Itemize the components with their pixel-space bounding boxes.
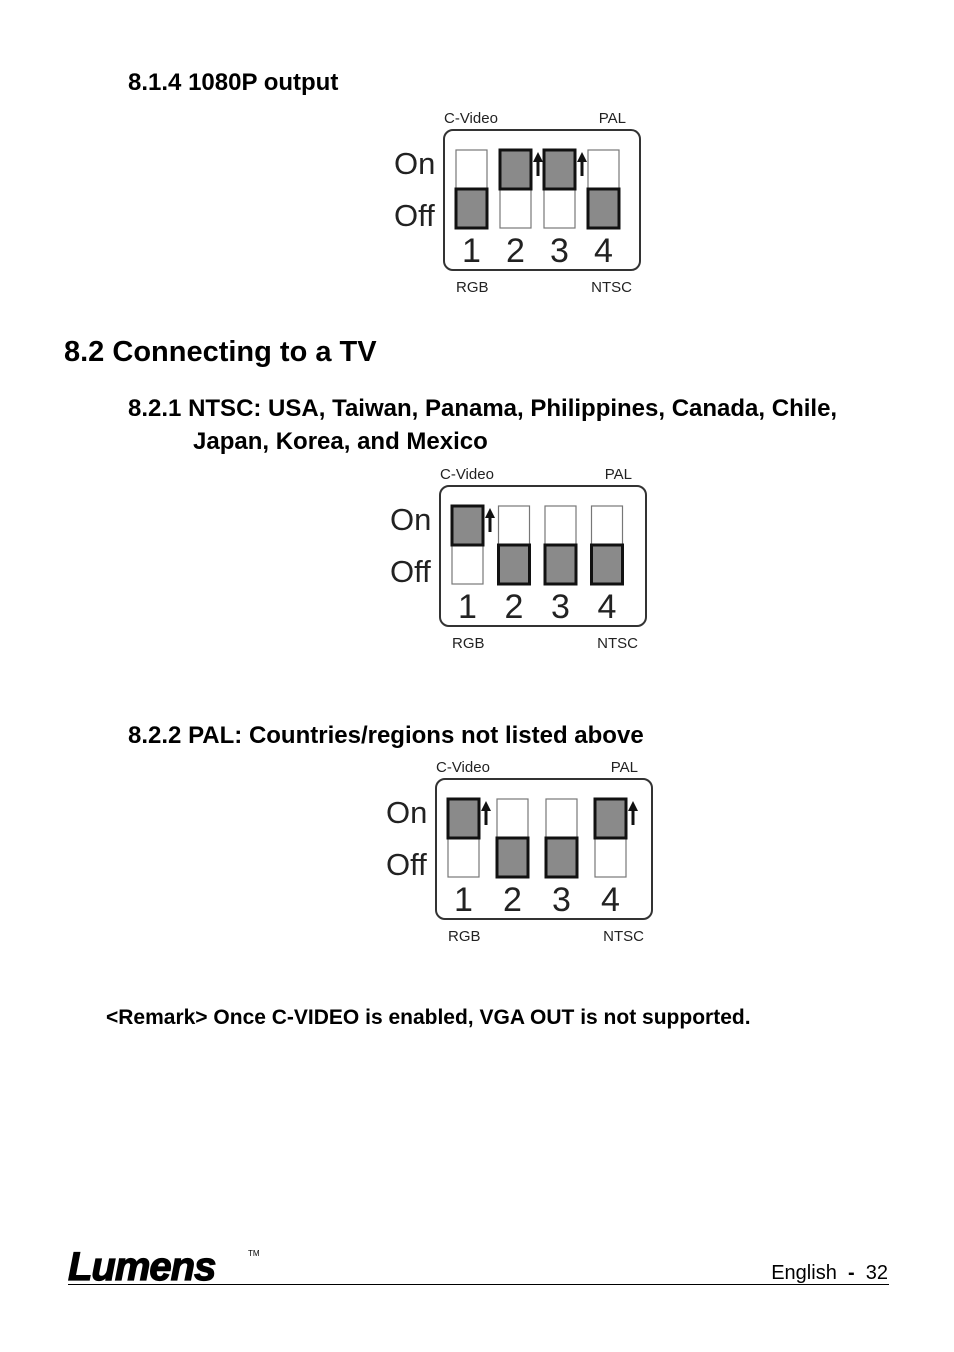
section-number: 8.2.1	[128, 395, 182, 422]
label-pal: PAL	[605, 466, 632, 483]
label-rgb: RGB	[456, 279, 489, 296]
switch-knob-3	[544, 836, 579, 879]
arrow-up-icon	[481, 801, 491, 825]
label-off: Off	[390, 554, 431, 589]
label-on: On	[386, 795, 427, 830]
remark-note: <Remark> Once C-VIDEO is enabled, VGA OU…	[106, 1006, 751, 1029]
label-c-video: C-Video	[440, 466, 494, 483]
switch-number-4: 4	[594, 232, 613, 270]
footer-divider	[68, 1284, 889, 1285]
label-ntsc: NTSC	[597, 635, 638, 652]
section-number: 8.2.2	[128, 722, 182, 749]
label-ntsc: NTSC	[591, 279, 632, 296]
switch-knob-2	[497, 543, 531, 586]
switch-number-4: 4	[601, 881, 620, 919]
trademark-mark: TM	[248, 1249, 260, 1258]
label-pal: PAL	[611, 759, 638, 776]
label-on: On	[394, 146, 435, 181]
switch-knob-1	[450, 504, 485, 547]
section-heading-8-2-2: 8.2.2 PAL: Countries/regions not listed …	[128, 719, 644, 752]
switch-number-2: 2	[505, 588, 524, 626]
switch-knob-4	[586, 187, 621, 230]
page-number: 32	[865, 1262, 888, 1284]
arrow-up-icon	[628, 801, 638, 825]
label-rgb: RGB	[448, 928, 481, 945]
label-off: Off	[386, 847, 427, 882]
switch-knob-3	[543, 543, 578, 586]
label-pal: PAL	[599, 110, 626, 127]
switch-number-1: 1	[454, 881, 473, 919]
label-off: Off	[394, 198, 435, 233]
label-rgb: RGB	[452, 635, 485, 652]
label-c-video: C-Video	[436, 759, 490, 776]
switch-knob-3	[542, 148, 577, 191]
footer-separator: -	[847, 1262, 855, 1284]
arrow-up-icon	[533, 152, 543, 176]
switch-knob-4	[593, 797, 628, 840]
section-title-line-2: Japan, Korea, and Mexico	[193, 428, 488, 455]
section-heading-8-1-4: 8.1.4 1080P output	[128, 66, 338, 99]
section-title: PAL: Countries/regions not listed above	[188, 722, 644, 749]
section-number: 8.1.4	[128, 69, 182, 96]
section-title: 1080P output	[188, 69, 339, 96]
switch-number-2: 2	[503, 881, 522, 919]
section-title-line-1: NTSC: USA, Taiwan, Panama, Philippines, …	[188, 395, 838, 422]
arrow-up-icon	[485, 508, 495, 532]
switch-number-3: 3	[551, 588, 570, 626]
switch-knob-1	[446, 797, 481, 840]
section-heading-8-2: 8.2 Connecting to a TV	[64, 336, 377, 368]
switch-knob-4	[590, 543, 624, 586]
footer-language: English	[771, 1262, 837, 1284]
section-heading-8-2-1: 8.2.1 NTSC: USA, Taiwan, Panama, Philipp…	[128, 392, 837, 425]
switch-number-3: 3	[550, 232, 569, 270]
page-footer-label: English - 32	[771, 1262, 888, 1285]
switch-knob-2	[495, 836, 530, 879]
label-c-video: C-Video	[444, 110, 498, 127]
switch-number-1: 1	[458, 588, 477, 626]
lumens-logo: Lumens TM	[68, 1244, 260, 1288]
switch-knob-2	[498, 148, 533, 191]
switch-number-1: 1	[462, 232, 481, 270]
label-on: On	[390, 502, 431, 537]
switch-number-3: 3	[552, 881, 571, 919]
arrow-up-icon	[577, 152, 587, 176]
switch-knob-1	[454, 187, 489, 230]
switch-number-4: 4	[598, 588, 617, 626]
switch-number-2: 2	[506, 232, 525, 270]
label-ntsc: NTSC	[603, 928, 644, 945]
logo-wordmark: Lumens	[68, 1245, 215, 1288]
